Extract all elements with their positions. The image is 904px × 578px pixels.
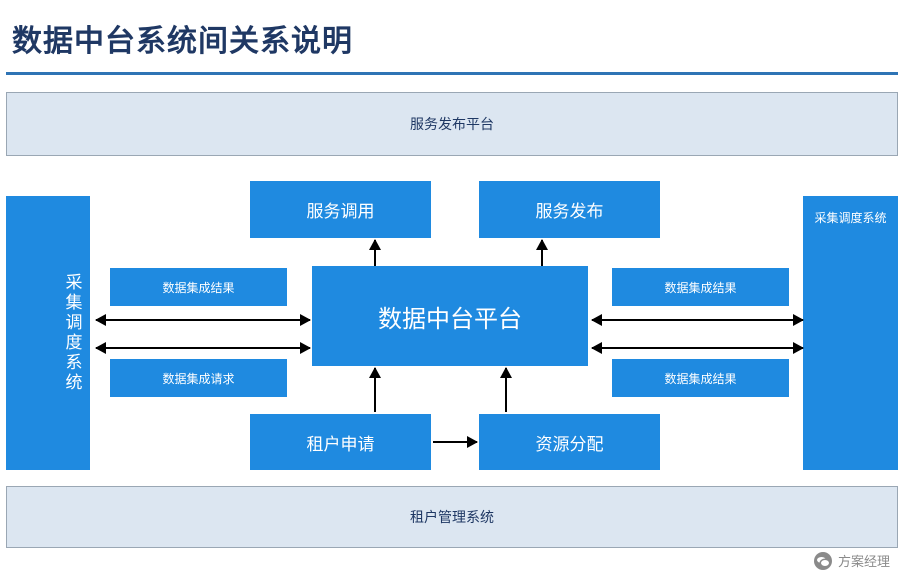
right-column-collection-scheduling-system bbox=[803, 196, 898, 470]
watermark: 方案经理 bbox=[813, 551, 890, 570]
arrow-up-service-call bbox=[369, 239, 381, 266]
bottom-band-tenant-management-system: 租户管理系统 bbox=[6, 486, 898, 548]
arrow-right-lower bbox=[591, 342, 804, 354]
right-column-label: 采集调度系统 bbox=[814, 210, 887, 225]
arrow-up-tenant-apply bbox=[369, 367, 381, 412]
tenant-apply-box: 租户申请 bbox=[250, 414, 431, 470]
arrow-right-upper bbox=[591, 314, 804, 326]
title-divider bbox=[6, 72, 898, 75]
arrow-tenant-apply-to-resource-allocate bbox=[433, 436, 478, 448]
page-title: 数据中台系统间关系说明 bbox=[12, 25, 353, 58]
left-label-integration-request: 数据集成请求 bbox=[110, 359, 287, 397]
left-column-collection-scheduling-system bbox=[6, 196, 90, 470]
top-band-label: 服务发布平台 bbox=[410, 118, 494, 133]
resource-allocate-box: 资源分配 bbox=[479, 414, 660, 470]
bottom-band-label: 租户管理系统 bbox=[410, 511, 494, 526]
arrow-left-lower bbox=[95, 342, 311, 354]
arrow-left-upper bbox=[95, 314, 311, 326]
arrow-up-resource-allocate bbox=[500, 367, 512, 412]
service-publish-box: 服务发布 bbox=[479, 181, 660, 238]
right-label-integration-result-top: 数据集成结果 bbox=[612, 268, 789, 306]
core-platform-box: 数据中台平台 bbox=[312, 266, 588, 366]
arrow-up-service-publish bbox=[536, 239, 548, 266]
left-label-integration-result: 数据集成结果 bbox=[110, 268, 287, 306]
left-column-label: 采集调度系统 bbox=[65, 273, 83, 392]
right-label-integration-result-bottom: 数据集成结果 bbox=[612, 359, 789, 397]
service-call-box: 服务调用 bbox=[250, 181, 431, 238]
wechat-icon bbox=[813, 551, 832, 570]
top-band-service-publish-platform: 服务发布平台 bbox=[6, 92, 898, 156]
watermark-label: 方案经理 bbox=[837, 554, 890, 569]
